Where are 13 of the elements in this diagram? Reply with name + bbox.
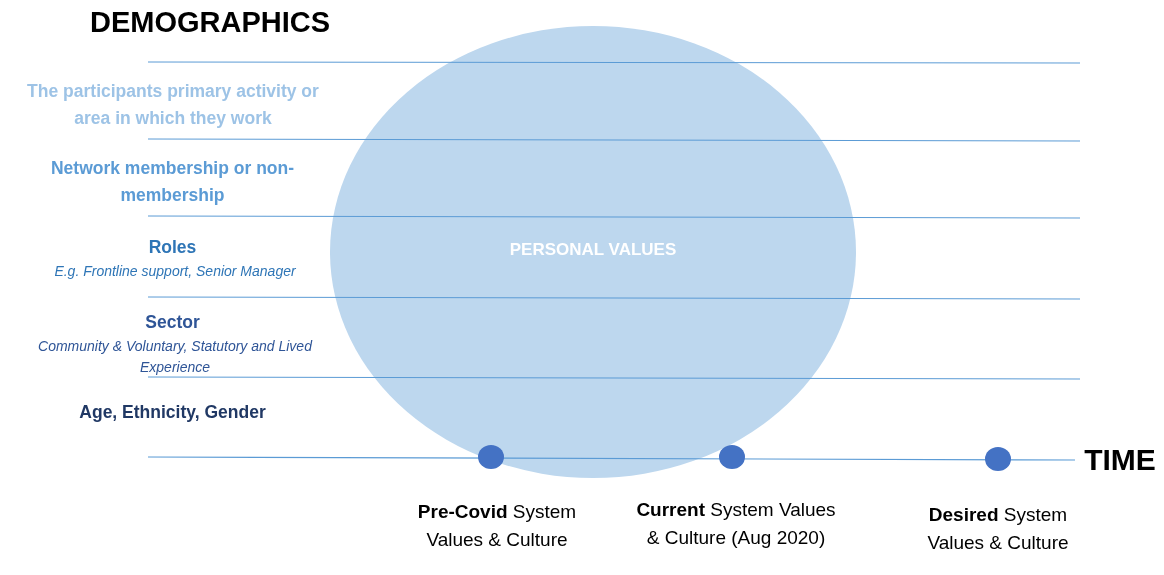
band-label: Roles xyxy=(147,236,198,259)
band-label: Age, Ethnicity, Gender xyxy=(78,401,267,424)
stage-caption: Desired System Values & Culture xyxy=(926,503,1070,555)
band-label: Network membership or non-membership xyxy=(49,157,296,207)
band-label: Sector xyxy=(144,311,201,334)
title: DEMOGRAPHICS xyxy=(88,6,332,39)
stage-caption: Pre-Covid System Values & Culture xyxy=(416,500,578,552)
band-example: Community & Voluntary, Statutory and Lived Experience xyxy=(37,337,314,377)
axis-label: TIME xyxy=(1083,442,1157,478)
band-example: E.g. Frontline support, Senior Manager xyxy=(53,262,297,280)
band-label: The participants primary activity or area in which they work xyxy=(26,80,320,130)
values-label: PERSONAL VALUES xyxy=(508,240,678,260)
stage-caption: Current System Values & Culture (Aug 2020) xyxy=(636,498,836,550)
